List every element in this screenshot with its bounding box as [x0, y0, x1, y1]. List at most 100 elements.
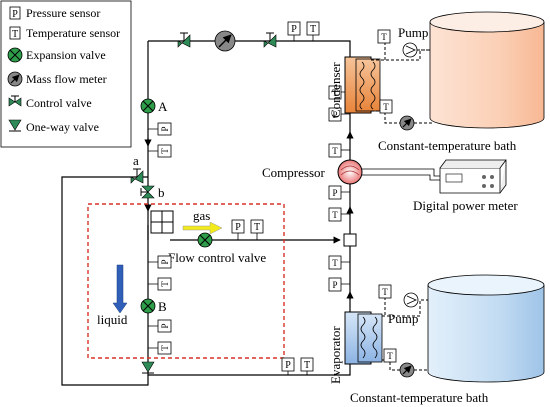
- bath-top: Constant-temperature bath: [378, 11, 545, 153]
- temperature-sensor-icon: [157, 341, 172, 355]
- sensor-P-label: P: [291, 24, 297, 35]
- bottom-sensors: P T: [281, 357, 314, 375]
- pressure-sensor-icon: [328, 277, 342, 292]
- temperature-sensor-icon: [250, 219, 264, 234]
- temperature-sensor-icon: [328, 143, 342, 158]
- temperature-sensor-icon: [300, 357, 314, 372]
- pressure-sensor-icon: [328, 107, 342, 122]
- expansion-valve-a: A: [140, 98, 168, 114]
- valve-small-a-label: a: [133, 153, 139, 168]
- expansion-valve-b: B: [140, 298, 167, 314]
- condenser-coil: [355, 58, 381, 112]
- evaporator-coil: [357, 313, 383, 363]
- pressure-sensor-icon: [328, 185, 342, 200]
- temperature-sensor-icon: [378, 284, 392, 299]
- pump-top-icon: [402, 42, 418, 58]
- temperature-sensor-icon: [379, 99, 393, 114]
- bath-bottom-label: Constant-temperature bath: [350, 390, 489, 405]
- sensor-T-label: T: [382, 287, 388, 297]
- top-control-valve-right: [263, 32, 277, 48]
- compressor-unit: Compressor: [262, 159, 440, 185]
- sensor-T-label: T: [160, 345, 170, 351]
- valve-b-label: B: [158, 299, 167, 314]
- power-meter-label: Digital power meter: [413, 198, 518, 213]
- temperature-sensor-icon: [306, 21, 320, 36]
- legend-oneway-label: One-way valve: [26, 120, 99, 134]
- condenser-label: Condenser: [328, 62, 343, 118]
- condenser-unit: Condenser: [328, 56, 381, 118]
- sensor-T-label: T: [383, 102, 389, 112]
- compressor-label: Compressor: [262, 165, 326, 180]
- pressure-sensor-icon: [157, 255, 172, 269]
- separator-region-box: [87, 203, 285, 359]
- legend-expansion-valve: Expansion valve: [7, 47, 106, 63]
- legend-massflow-label: Mass flow meter: [26, 72, 107, 86]
- sensor-T-label: T: [304, 360, 310, 371]
- digital-power-meter: Digital power meter: [413, 159, 518, 213]
- temperature-sensor-icon: [328, 207, 342, 222]
- control-valve-b-small: b: [140, 185, 165, 200]
- top-mass-flow-meter: [214, 30, 236, 52]
- gas-label: gas: [193, 208, 210, 223]
- temperature-sensor-icon: [157, 144, 172, 158]
- sensor-P-label: P: [160, 323, 170, 328]
- sensor-P-label: P: [332, 110, 337, 120]
- legend-temperature-label: Temperature sensor: [26, 26, 120, 40]
- top-sensors: P T: [287, 21, 320, 41]
- sensor-P-label: P: [332, 188, 337, 198]
- bath-bottom: Constant-temperature bath: [350, 274, 545, 405]
- control-valve-icon: [8, 95, 22, 107]
- sensor-T-label: T: [332, 146, 338, 156]
- sensor-P-label: P: [285, 360, 291, 371]
- pressure-sensor-icon: [9, 6, 21, 20]
- temperature-sensor-icon: [377, 29, 391, 44]
- legend: P Pressure sensor T Temperature sensor E…: [0, 0, 132, 148]
- sensor-T-label: T: [160, 148, 170, 154]
- flow-control-valve-label: Flow control valve: [168, 250, 266, 265]
- evaporator-unit: Evaporator: [328, 311, 383, 384]
- temperature-sensor-icon: [157, 277, 172, 291]
- legend-one-way-valve: One-way valve: [8, 119, 99, 134]
- temperature-sensor-icon: [328, 255, 342, 270]
- pressure-sensor-icon: [287, 21, 301, 36]
- left-sensors-lower: P T P T: [148, 255, 172, 355]
- evaporator-label: Evaporator: [328, 326, 343, 384]
- sensor-P-label: P: [332, 280, 337, 290]
- legend-expansion-label: Expansion valve: [26, 48, 106, 62]
- legend-control-valve: Control valve: [8, 95, 92, 110]
- pressure-sensor-icon: [281, 357, 295, 372]
- pump-bottom-label: Pump: [388, 311, 418, 326]
- one-way-valve-icon: [8, 119, 22, 132]
- gas-liquid-separator: [150, 210, 174, 234]
- sensor-T-label: T: [381, 32, 387, 42]
- mass-flow-meter-icon: [7, 71, 23, 87]
- one-way-valve-icon: [141, 361, 155, 373]
- liquid-label: liquid: [97, 312, 128, 327]
- legend-pressure-sensor: P Pressure sensor: [9, 6, 100, 20]
- temperature-sensor-icon: [157, 122, 172, 136]
- compressor-icon: [337, 159, 363, 185]
- right-sensors: T P T P T T P: [328, 85, 350, 292]
- sensor-T-label: T: [332, 258, 338, 268]
- flow-control-valve: Flow control valve: [168, 232, 266, 265]
- valve-a-label: A: [158, 99, 168, 114]
- control-valve-a-small: a: [130, 153, 144, 184]
- temperature-sensor-symbol: T: [12, 29, 18, 40]
- liquid-arrow: liquid: [97, 264, 128, 327]
- sensor-P-label: P: [160, 126, 170, 131]
- top-control-valve-left: [177, 32, 191, 48]
- mixing-junction: [343, 233, 357, 247]
- top-water-flow-meter: [399, 115, 415, 131]
- temperature-sensor-icon: [9, 26, 21, 40]
- bottom-water-flow-meter: [399, 362, 415, 378]
- sensor-P-label: P: [160, 259, 170, 264]
- sensor-T-label: T: [310, 24, 316, 35]
- temperature-sensor-icon: [328, 85, 342, 100]
- one-way-valve-bottom: [141, 361, 155, 374]
- expansion-valve-icon: [197, 232, 213, 248]
- pressure-sensor-symbol: P: [12, 9, 18, 20]
- legend-control-label: Control valve: [26, 96, 92, 110]
- expansion-valve-icon: [140, 98, 156, 114]
